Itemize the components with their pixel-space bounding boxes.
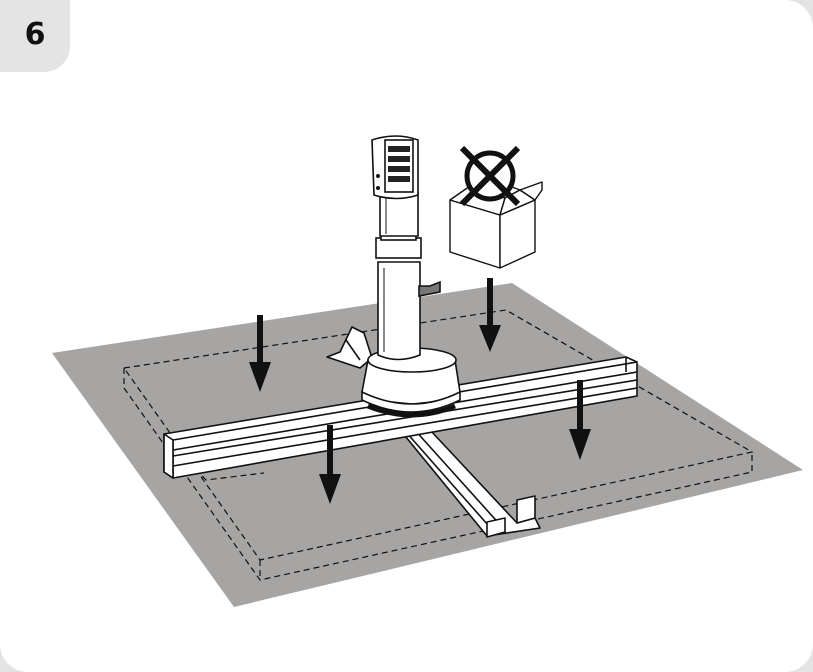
arrow-down-icon [569, 380, 591, 460]
step-number: 6 [24, 16, 46, 52]
arrow-down-icon [249, 315, 271, 392]
base-arm-back [326, 326, 373, 369]
umbrella-pole [371, 135, 441, 361]
step-badge: 6 [0, 0, 70, 72]
arrow-down-icon [479, 278, 501, 352]
prohibited-x-icon [459, 145, 521, 207]
arrow-down-icon [319, 425, 341, 504]
pole-base [361, 347, 461, 418]
